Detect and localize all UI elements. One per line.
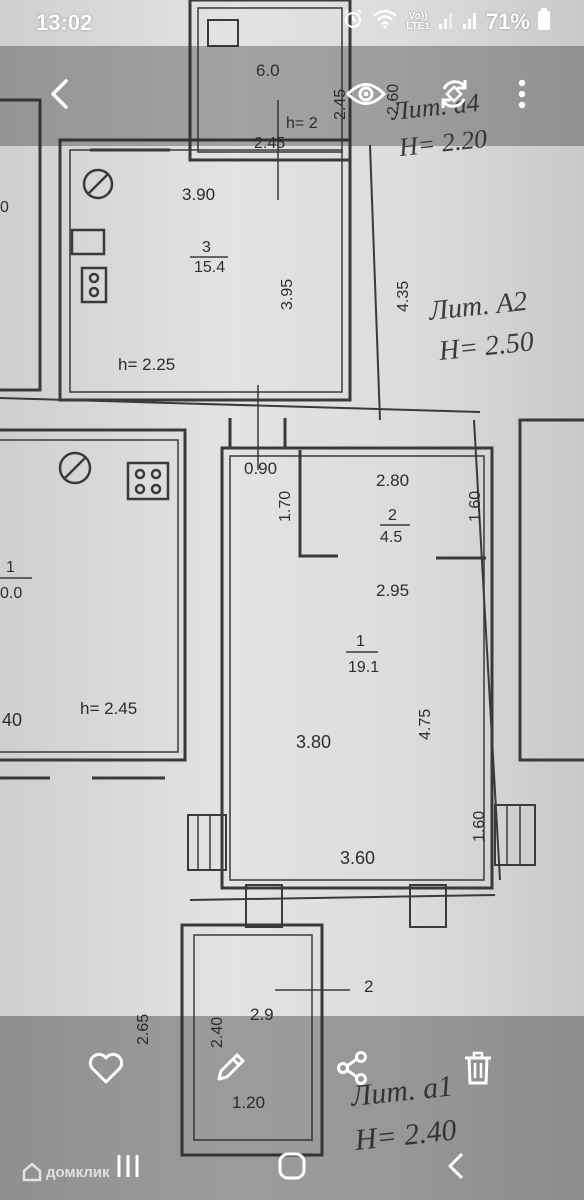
label-d265: 2.65 [135,1014,152,1045]
label-room2-num: 2 [388,507,397,524]
label-d260: 2.60 [385,84,402,115]
signal-icon-2 [462,9,478,34]
label-d475: 4.75 [417,709,434,740]
delete-button[interactable] [452,1042,504,1094]
label-d240: 2.40 [209,1017,226,1048]
battery-icon [538,8,550,35]
watermark-text: домклик [46,1163,110,1181]
label-h2: h= 2 [286,115,318,132]
label-room2-area: 4.5 [380,529,402,546]
label-room1-area: 19.1 [348,659,379,676]
label-lit-a2: Лит. А2 [426,286,528,327]
label-room3-num: 3 [202,239,211,256]
label-d29: 2.9 [250,1005,274,1024]
more-vert-icon [518,79,526,109]
battery-percent: 71% [485,8,530,34]
signal-icon-1 [438,9,454,34]
label-d170: 1.70 [277,491,294,522]
label-d390: 3.90 [182,185,215,204]
label-room1-num: 1 [356,633,365,650]
home-icon [278,1152,306,1180]
edit-pencil-icon [217,1053,245,1081]
status-bar: 13:02 Vo)) LTE1 71% [0,0,584,46]
recent-apps-icon [117,1155,139,1177]
wifi-icon [372,8,398,35]
label-d120: 1.20 [232,1093,265,1112]
label-d395: 3.95 [279,279,296,310]
share-icon [337,1051,367,1085]
back-icon [448,1152,464,1180]
favorite-button[interactable] [80,1042,132,1094]
label-h250: H= 2.50 [436,326,535,367]
volte-bottom-text: LTE1 [406,20,430,32]
label-d360: 3.60 [340,848,375,868]
status-icons: Vo)) LTE1 71% [342,8,550,35]
back-button[interactable] [36,70,84,118]
volte-indicator: Vo)) LTE1 [406,10,430,32]
bottom-action-bar: домклик [0,1016,584,1200]
label-d280: 2.80 [376,471,409,490]
status-time: 13:02 [36,10,93,35]
rotate-button[interactable] [430,70,478,118]
edit-button[interactable] [204,1042,256,1094]
domklik-logo-icon [22,1162,42,1182]
system-nav-bar [0,1132,584,1192]
volte-top-text: Vo)) [408,10,428,22]
label-d245-top: 2.45 [254,135,285,152]
recent-apps-button[interactable] [104,1146,152,1186]
view-button[interactable] [342,70,390,118]
label-left-room-num: 1 [6,559,15,576]
label-room-top-small: 6.0 [256,61,280,80]
label-d090: 0.90 [244,459,277,478]
watermark: домклик [22,1162,110,1182]
back-arrow-icon [51,79,68,109]
label-left-0: 0 [0,199,9,216]
label-d2: 2 [364,977,373,996]
label-d160-top: 1.60 [467,491,484,522]
label-d380: 3.80 [296,732,331,752]
label-d435: 4.35 [395,281,412,312]
rotate-icon [441,80,467,108]
alarm-icon [342,8,364,35]
label-left-room-area: 0.0 [0,585,22,602]
label-room3-area: 15.4 [194,259,225,276]
label-d160-bot: 1.60 [471,811,488,842]
share-button[interactable] [326,1042,378,1094]
heart-icon [88,1052,124,1084]
label-h225: h= 2.25 [118,355,175,374]
trash-icon [465,1051,491,1085]
label-h245: h= 2.45 [80,699,137,718]
label-d295: 2.95 [376,581,409,600]
eye-icon [346,83,386,105]
more-options-button[interactable] [502,70,542,118]
nav-back-button[interactable] [432,1146,480,1186]
label-d245-vert: 2.45 [332,89,349,120]
top-app-bar [0,46,584,146]
home-button[interactable] [268,1146,316,1186]
label-left-40: 40 [2,710,22,730]
